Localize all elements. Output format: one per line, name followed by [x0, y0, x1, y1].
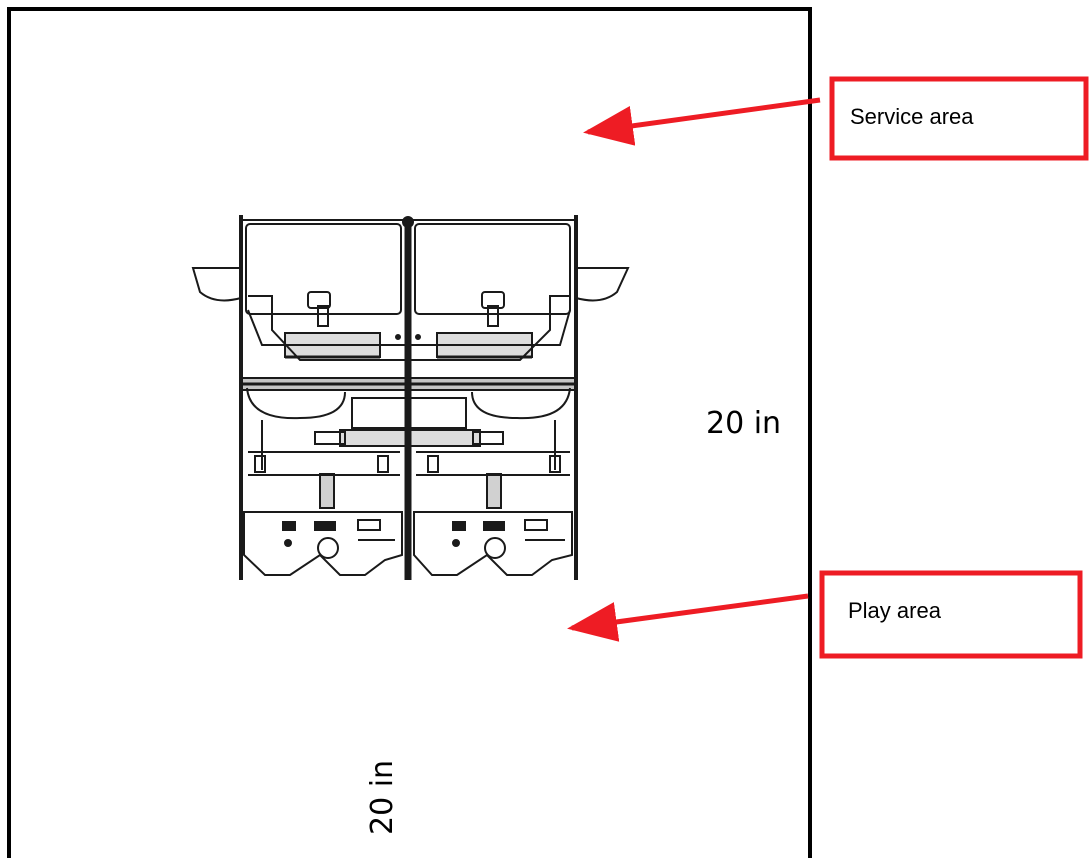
clearance-frame	[7, 7, 812, 858]
right-clearance-dimension: 20 in	[706, 406, 781, 441]
machine-drawing	[191, 215, 630, 580]
service-area-arrow	[583, 97, 821, 146]
service-area-label: Service area	[850, 104, 974, 129]
play-area-callout-box	[819, 570, 1083, 659]
play-area-label: Play area	[848, 598, 942, 623]
bottom-clearance-dimension: 20 in	[365, 760, 400, 835]
service-area-callout-box	[829, 76, 1089, 161]
play-area-arrow	[567, 593, 809, 642]
